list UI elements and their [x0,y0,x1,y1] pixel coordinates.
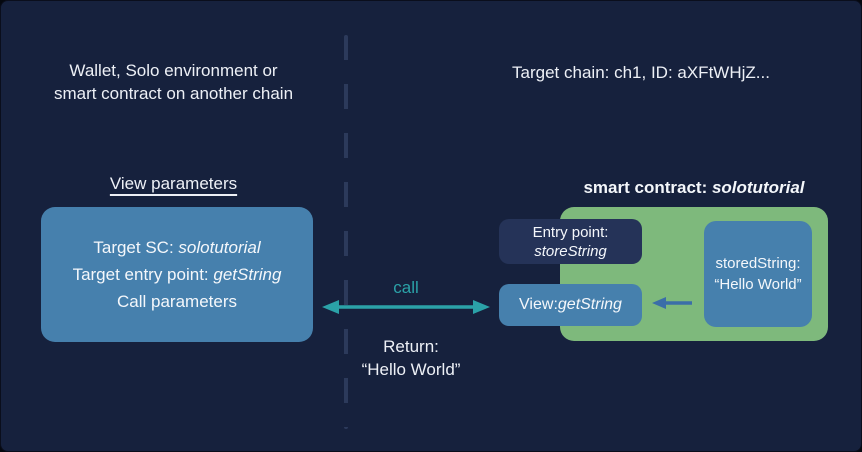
stored-string-box: storedString: “Hello World” [704,221,812,327]
stored-string-label: storedString: [715,255,801,272]
chain-boundary-dashed-divider [344,35,348,429]
view-parameters-heading: View parameters [109,174,238,193]
stored-string-value: “Hello World” [714,276,802,293]
return-value: “Hello World” [361,360,461,379]
smart-contract-title: smart contract: solotutorial [583,178,805,197]
view-parameters-box: Target SC: solotutorial Target entry poi… [41,207,313,342]
entry-point-label: Entry point: [532,223,609,241]
caller-description-line1: Wallet, Solo environment or [69,61,278,80]
return-label: Return: [383,337,439,356]
call-parameters-line: Call parameters [117,292,237,311]
call-label: call [393,278,419,297]
caller-description-line2: smart contract on another chain [53,84,294,103]
call-bidirectional-arrow-icon [322,300,490,314]
entry-point-value: storeString [534,242,607,260]
view-label: View: [519,296,558,313]
target-chain-info: Target chain: ch1, ID: aXFtWHjZ... [512,63,770,82]
view-value: getString [557,296,622,313]
target-sc-line: Target SC: solotutorial [93,238,261,257]
caller-description: Wallet, Solo environment or smart contra… [21,59,326,105]
target-entry-point-line: Target entry point: getString [72,265,282,284]
stored-to-view-arrow-icon [652,297,692,309]
return-value-text: Return: “Hello World” [331,335,491,381]
entry-point-box: Entry point: storeString [499,219,642,264]
view-getstring-box: View: getString [499,284,642,326]
